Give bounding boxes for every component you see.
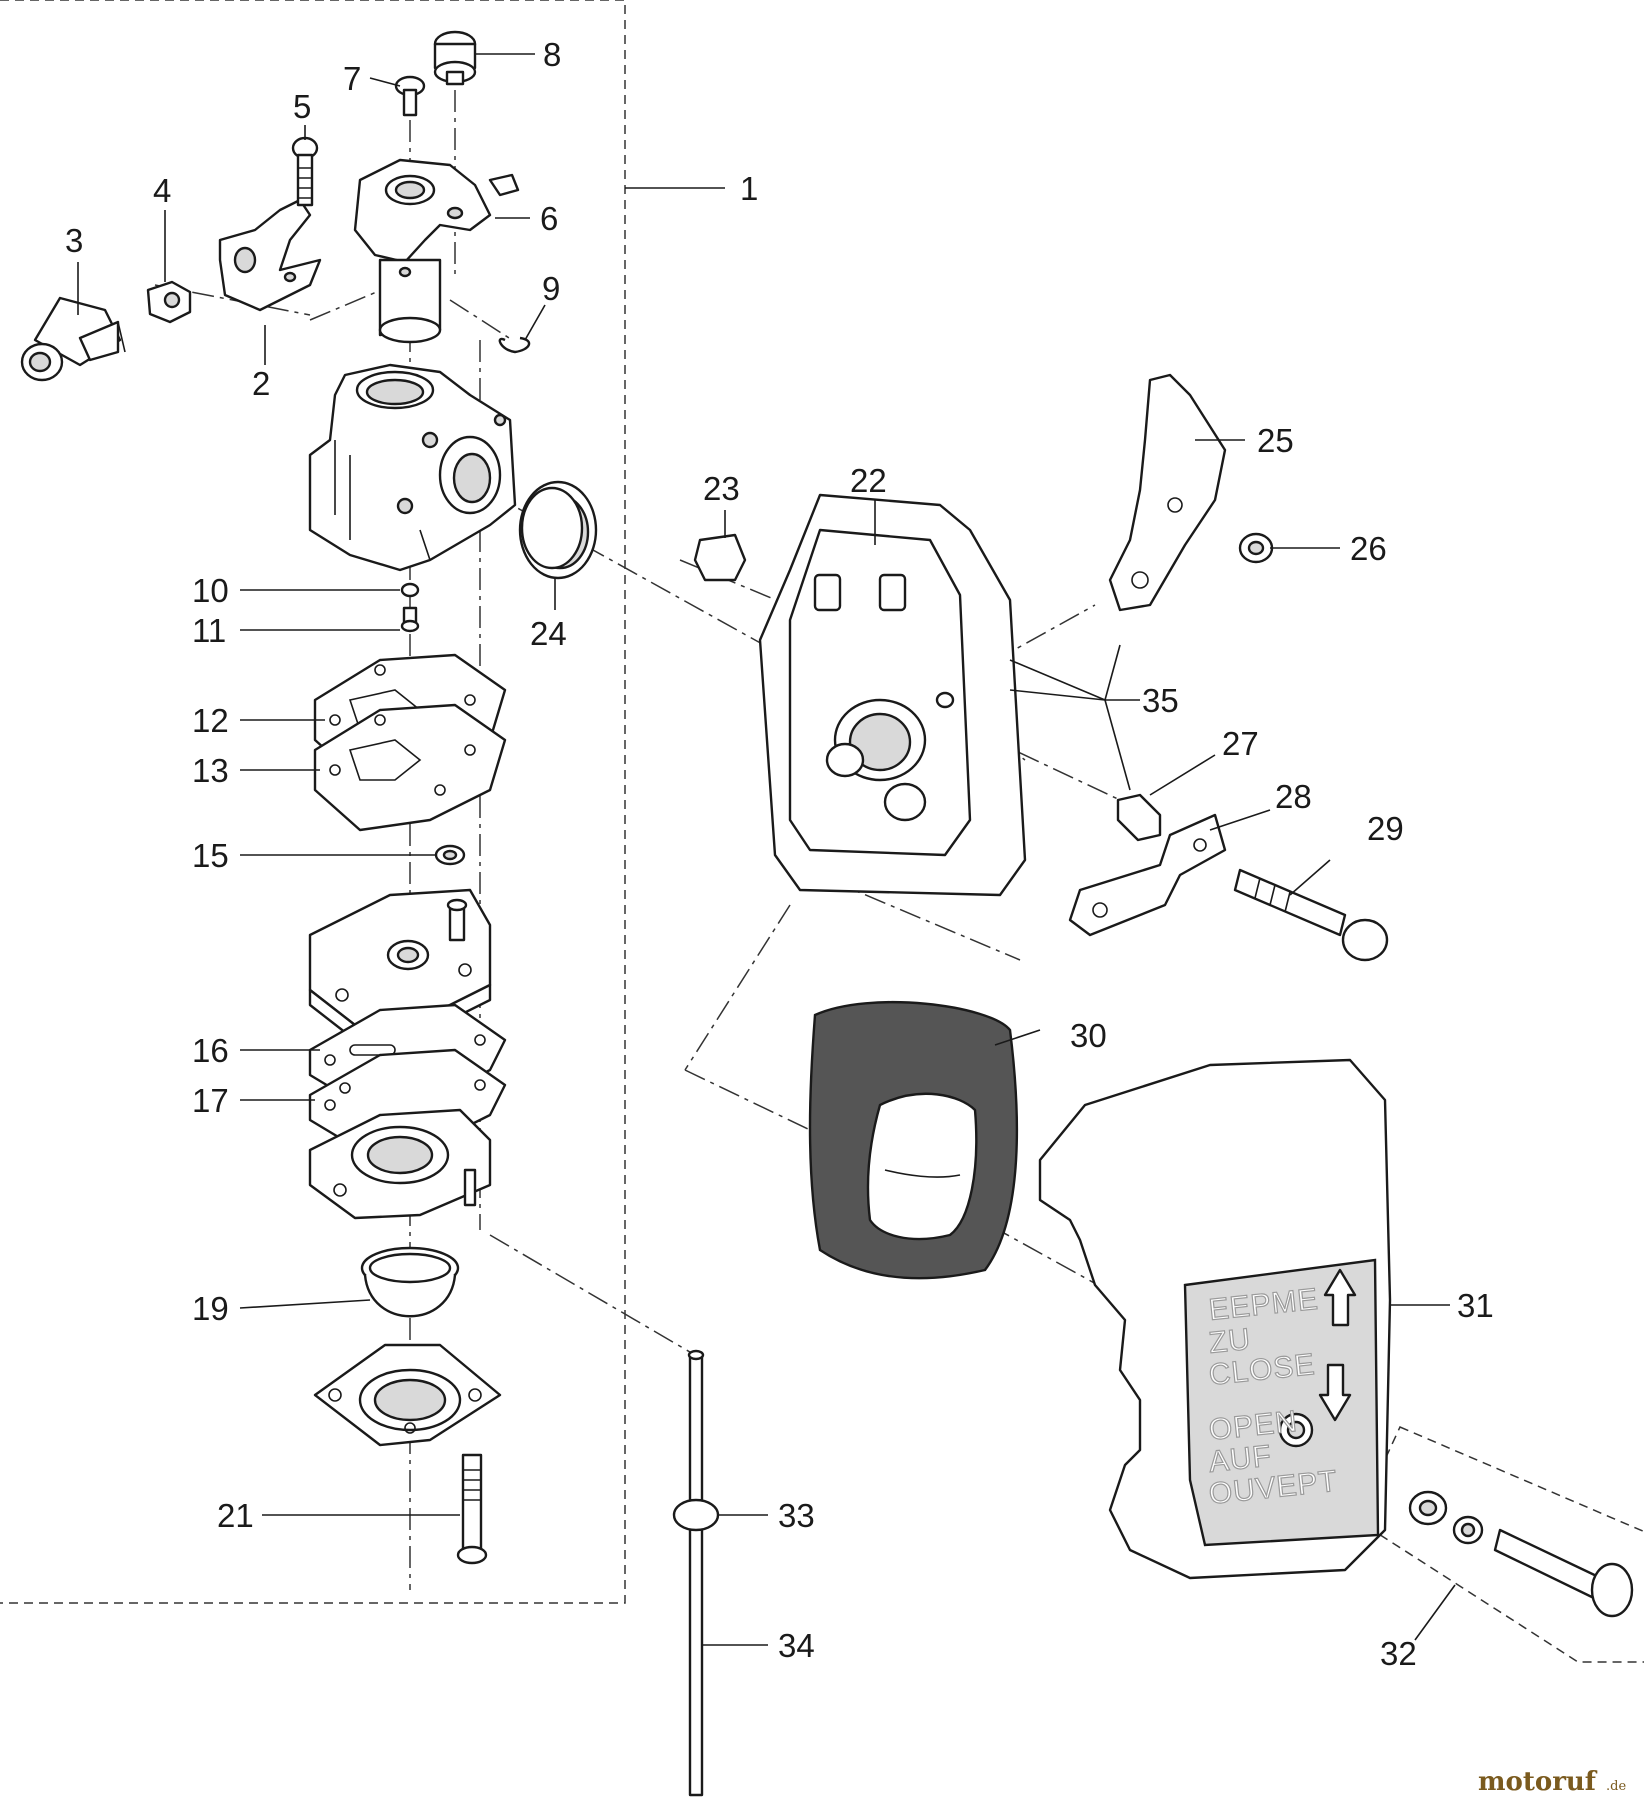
callout-12: 12	[192, 702, 229, 739]
spacer	[693, 533, 747, 582]
callout-10: 10	[192, 572, 229, 609]
air-cleaner-cover: EEPME ZU CLOSE OPEN AUF OUVEPT	[1038, 1058, 1392, 1580]
callout-29: 29	[1367, 810, 1404, 847]
callout-5: 5	[293, 88, 311, 125]
cover-label-line4: OPEN	[1207, 1405, 1299, 1447]
bracket-plate	[1068, 813, 1227, 937]
callout-34: 34	[778, 1627, 815, 1664]
fuel-tube	[672, 1349, 720, 1797]
carburetor-assembly-boundary	[0, 0, 626, 1604]
callout-32: 32	[1380, 1635, 1417, 1672]
cover-label-line2: ZU	[1207, 1323, 1252, 1360]
callout-2: 2	[252, 365, 270, 402]
bolt-29	[1233, 868, 1389, 962]
callout-24: 24	[530, 615, 567, 652]
callout-11: 11	[192, 612, 226, 649]
callout-25: 25	[1257, 422, 1294, 459]
callout-8: 8	[543, 36, 561, 73]
adjust-screw	[433, 30, 477, 86]
bracket	[218, 198, 322, 312]
callout-35: 35	[1142, 682, 1179, 719]
pin	[394, 75, 426, 117]
seal-ring	[518, 480, 598, 580]
callout-16: 16	[192, 1032, 229, 1069]
throttle-lever	[353, 158, 520, 344]
e-clip	[498, 336, 531, 354]
primer-bulb	[360, 1246, 460, 1318]
cap-screw	[20, 296, 126, 382]
small-washer	[400, 582, 420, 598]
callout-6: 6	[540, 200, 558, 237]
watermark-brand: motoruf	[1478, 1767, 1598, 1797]
long-screw	[456, 1453, 488, 1565]
watermark-suffix: .de	[1606, 1779, 1626, 1794]
callout-23: 23	[703, 470, 740, 507]
callout-3: 3	[65, 222, 83, 259]
callout-15: 15	[192, 837, 229, 874]
washer-26	[1238, 532, 1274, 564]
callout-33: 33	[778, 1497, 815, 1534]
small-screw	[400, 606, 420, 633]
callout-17: 17	[192, 1082, 229, 1119]
callout-28: 28	[1275, 778, 1312, 815]
cover-label-line5: AUF	[1207, 1440, 1273, 1479]
hex-nut	[146, 280, 192, 324]
callout-22: 22	[850, 462, 887, 499]
washer-15	[434, 844, 466, 866]
pump-cover	[308, 1108, 492, 1220]
watermark-logo: motoruf .de	[1478, 1767, 1626, 1797]
gasket-bottom	[313, 703, 507, 832]
leader-lines	[77, 53, 1456, 1646]
callout-26: 26	[1350, 530, 1387, 567]
callout-13: 13	[192, 752, 229, 789]
callout-27: 27	[1222, 725, 1259, 762]
callout-21: 21	[217, 1497, 254, 1534]
callout-1: 1	[740, 170, 758, 207]
screw-small	[291, 136, 319, 207]
cover-screw-set	[1408, 1490, 1634, 1618]
callout-numbers: 1 2 3 4 5 6 7 8 9 10 11 12 13 15 16 17 1…	[65, 36, 1494, 1672]
callout-30: 30	[1070, 1017, 1107, 1054]
collar	[1116, 793, 1162, 842]
callout-7: 7	[343, 60, 361, 97]
callout-31: 31	[1457, 1287, 1494, 1324]
callout-9: 9	[542, 270, 560, 307]
air-cleaner-base	[758, 493, 1027, 897]
choke-plate	[1108, 373, 1227, 612]
callout-19: 19	[192, 1290, 229, 1327]
carburetor-body	[308, 363, 517, 572]
callout-4: 4	[153, 172, 171, 209]
foam-filter	[808, 1001, 1019, 1280]
primer-plate	[313, 1343, 502, 1447]
